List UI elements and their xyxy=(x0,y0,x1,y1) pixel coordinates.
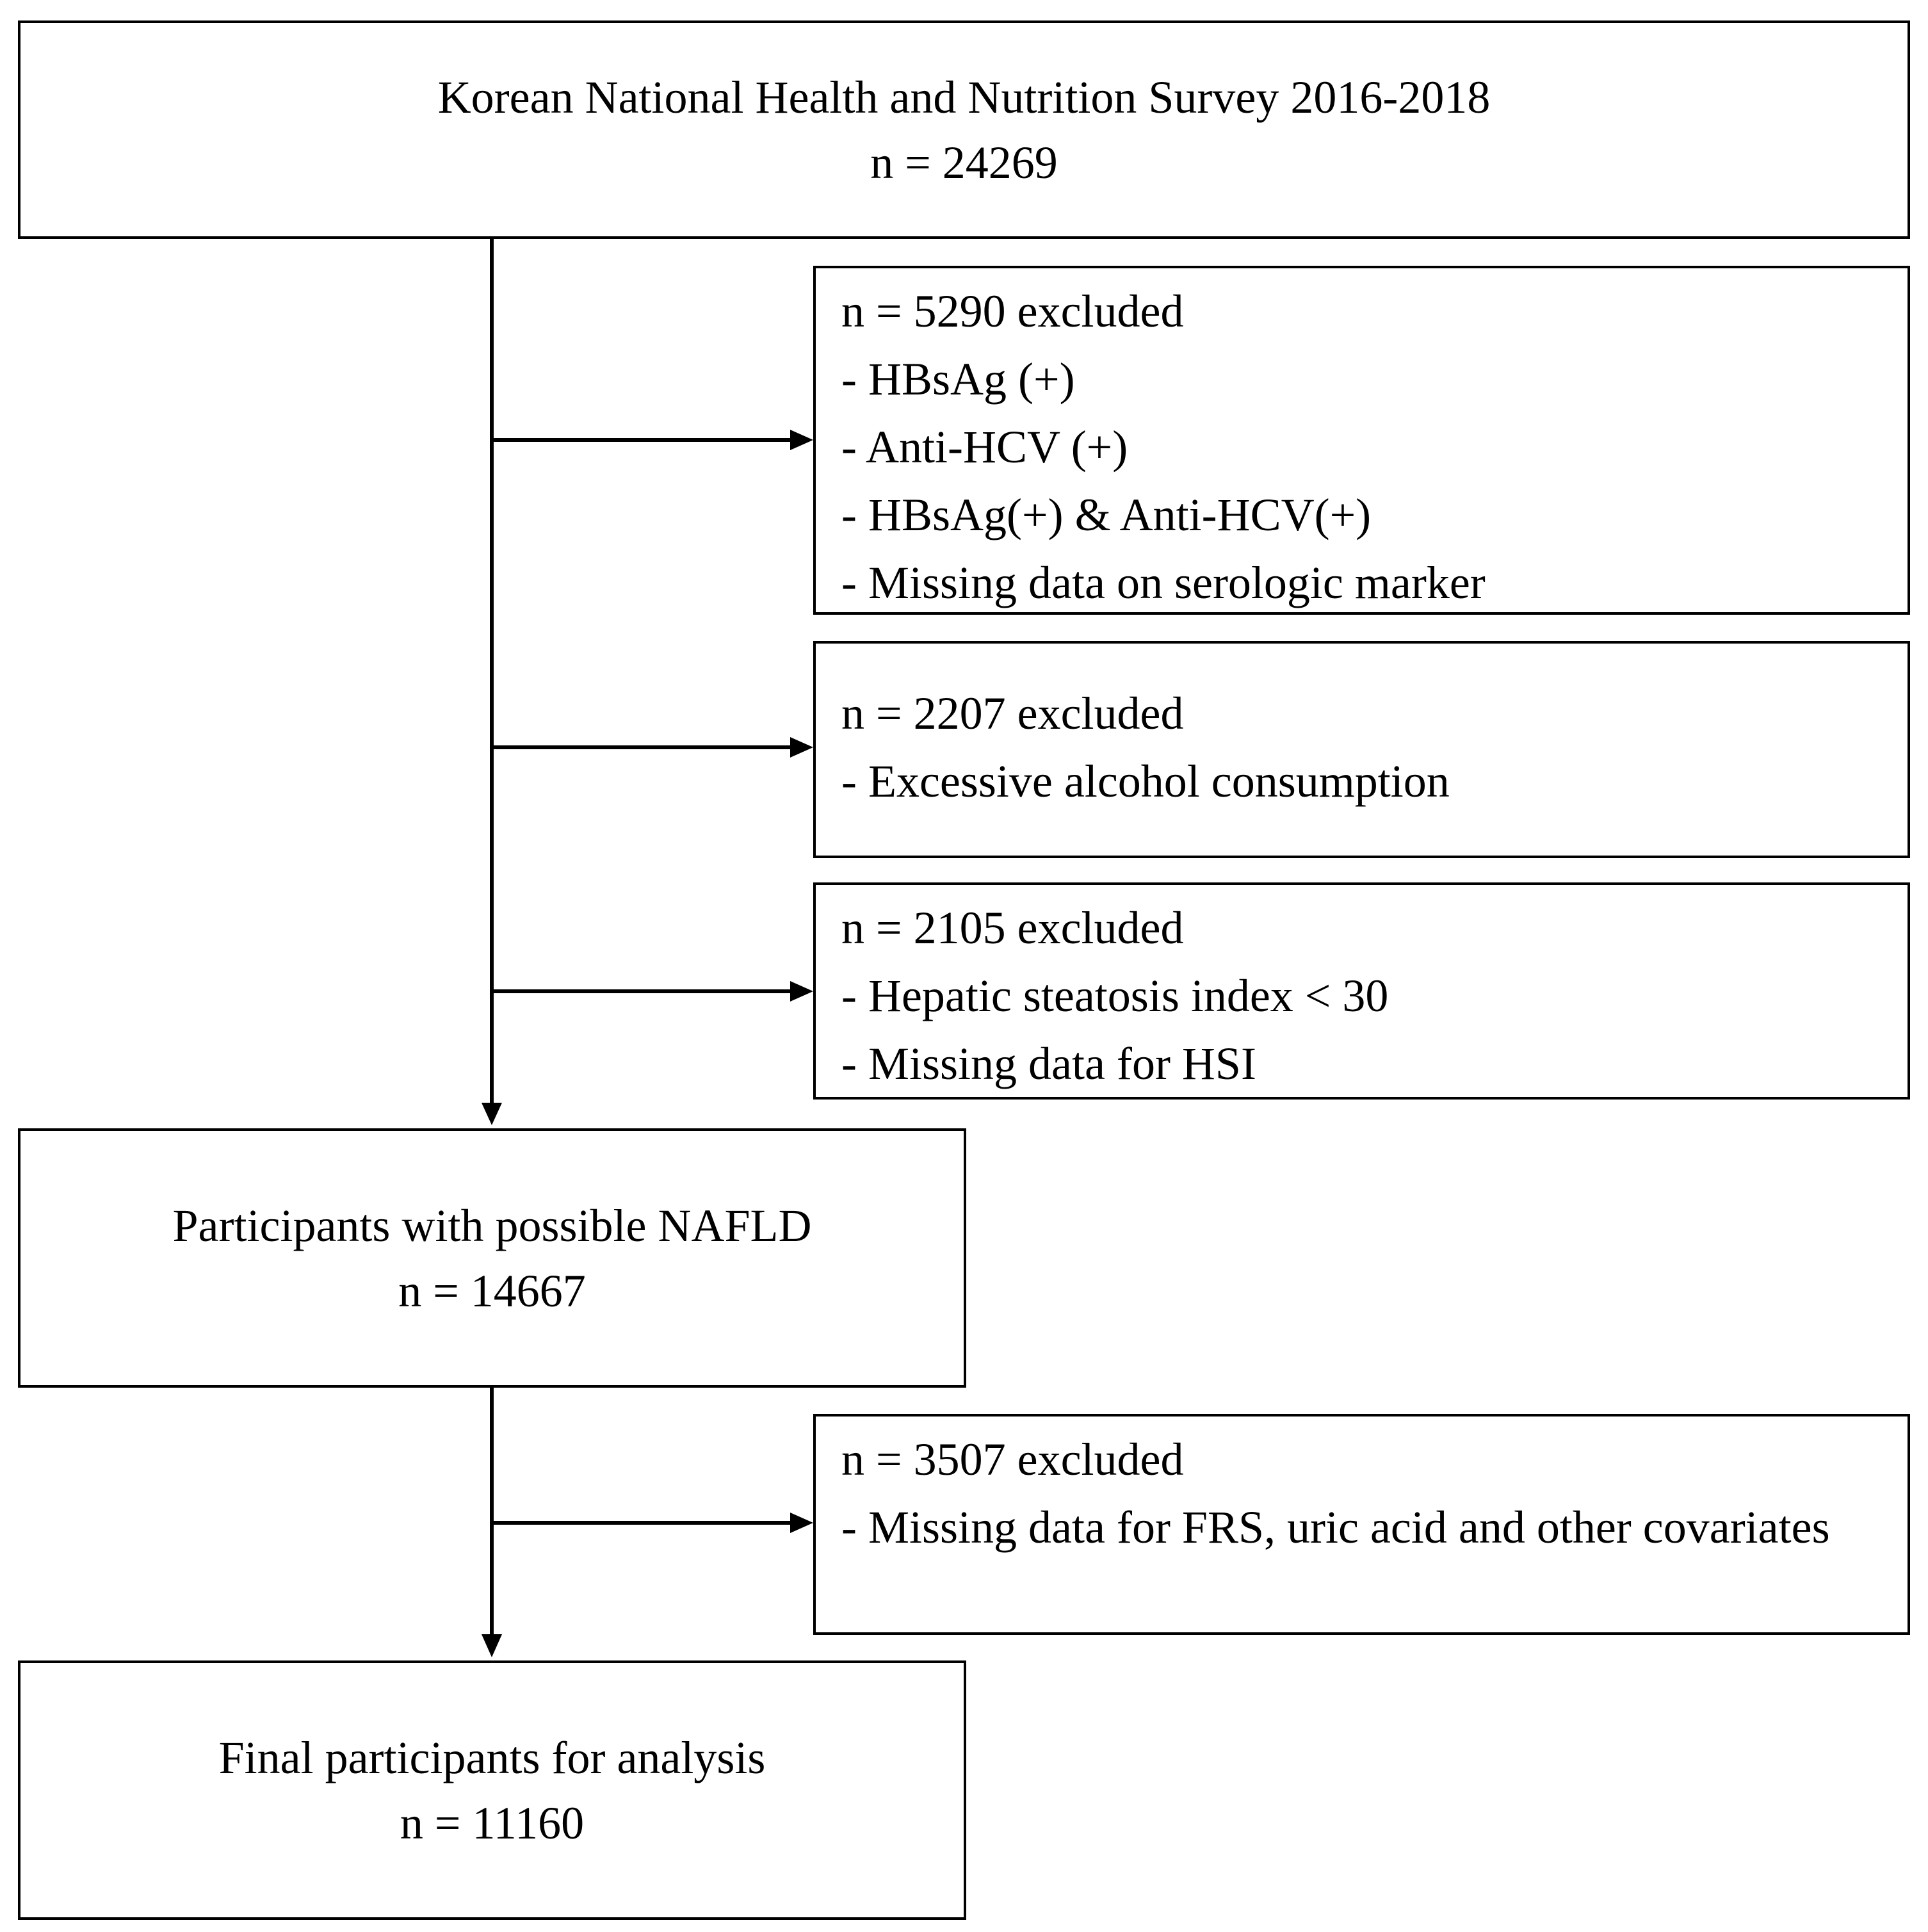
exclusion-3-count: n = 2105 excluded xyxy=(841,902,1184,954)
exclusion-3-reason: - Hepatic steatosis index < 30 xyxy=(841,970,1389,1021)
intermediate-count: n = 14667 xyxy=(398,1265,586,1317)
arrowhead-to-exclusion-3 xyxy=(790,981,813,1002)
exclusion-2-reason: - Excessive alcohol consumption xyxy=(841,756,1450,807)
exclusion-3-reason: - Missing data for HSI xyxy=(841,1038,1256,1089)
final-box: Final participants for analysis n = 1116… xyxy=(18,1660,966,1920)
exclusion-box-2: n = 2207 excluded - Excessive alcohol co… xyxy=(813,641,1910,858)
arrowhead-to-final xyxy=(482,1634,502,1657)
exclusion-1-count: n = 5290 excluded xyxy=(841,286,1184,337)
exclusion-1-reason: - HBsAg(+) & Anti-HCV(+) xyxy=(841,489,1372,540)
source-title: Korean National Health and Nutrition Sur… xyxy=(437,71,1491,123)
exclusion-1-reason: - Anti-HCV (+) xyxy=(841,421,1128,473)
intermediate-title: Participants with possible NAFLD xyxy=(172,1199,812,1251)
arrowhead-to-intermediate xyxy=(482,1103,502,1125)
exclusion-2-count: n = 2207 excluded xyxy=(841,688,1184,739)
final-count: n = 11160 xyxy=(400,1797,585,1849)
exclusion-box-4: n = 3507 excluded - Missing data for FRS… xyxy=(813,1414,1910,1635)
source-count: n = 24269 xyxy=(870,136,1058,188)
intermediate-box: Participants with possible NAFLD n = 146… xyxy=(18,1128,966,1388)
arrowhead-to-exclusion-1 xyxy=(790,430,813,450)
exclusion-box-1: n = 5290 excluded - HBsAg (+) - Anti-HCV… xyxy=(813,266,1910,615)
exclusion-box-3: n = 2105 excluded - Hepatic steatosis in… xyxy=(813,882,1910,1100)
source-box: Korean National Health and Nutrition Sur… xyxy=(18,20,1910,239)
exclusion-1-reason: - HBsAg (+) xyxy=(841,353,1075,405)
exclusion-4-reason: - Missing data for FRS, uric acid and ot… xyxy=(841,1502,1830,1553)
arrowhead-to-exclusion-4 xyxy=(790,1513,813,1533)
final-title: Final participants for analysis xyxy=(218,1732,766,1783)
arrowhead-to-exclusion-2 xyxy=(790,737,813,758)
exclusion-4-count: n = 3507 excluded xyxy=(841,1434,1184,1485)
exclusion-1-reason: - Missing data on serologic marker xyxy=(841,557,1486,608)
